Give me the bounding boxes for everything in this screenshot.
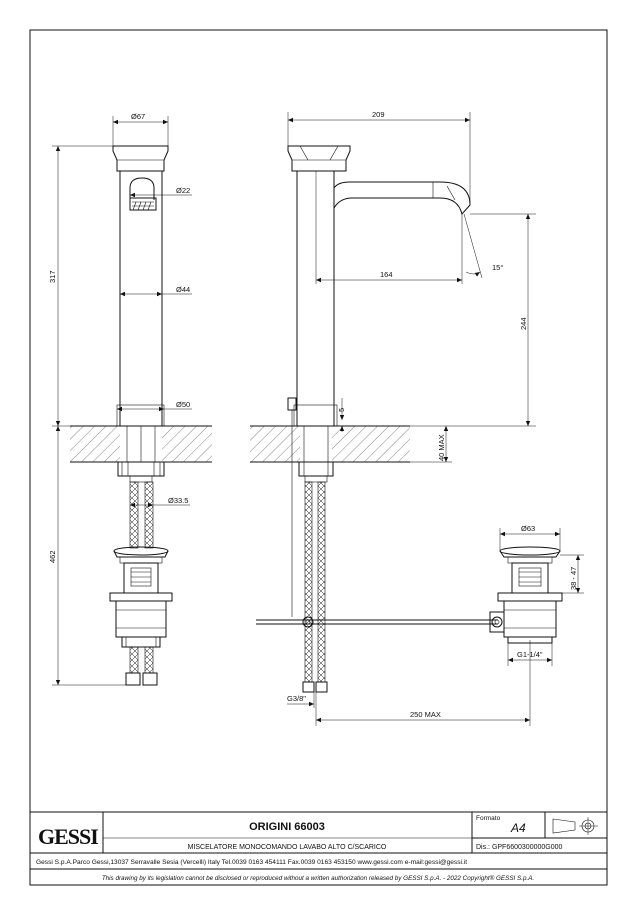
front-spout	[129, 177, 155, 200]
waste-cap	[499, 546, 561, 556]
dim-front-d50: Ø50	[176, 400, 190, 409]
front-base	[116, 404, 165, 427]
dim-side-w164: 164	[380, 270, 393, 279]
front-counter-right	[162, 426, 212, 462]
front-hose-left	[129, 481, 139, 549]
product-description: MISCELATORE MONOCOMANDO LAVABO ALTO C/SC…	[188, 844, 387, 851]
format-value: A4	[510, 821, 526, 835]
drawing-number: Dis.: GPF6600300000G000	[476, 844, 562, 851]
dim-side-w209: 209	[372, 110, 385, 119]
side-spout	[333, 181, 471, 216]
side-handle	[287, 145, 351, 172]
front-counter-left	[70, 426, 120, 462]
product-title: ORIGINI 66003	[249, 821, 325, 833]
side-view: 209 164 15° 244 5 40 MAX G3/8" 250 MAX	[250, 110, 536, 726]
dim-waste-d63: Ø63	[521, 524, 535, 533]
side-counter-left	[250, 426, 300, 462]
side-counter-right	[332, 426, 410, 462]
waste-detail: Ø63 38 - 47 G1-1/4"	[489, 524, 584, 666]
dim-side-h244: 244	[519, 317, 528, 330]
dim-front-d67: Ø67	[131, 112, 145, 121]
side-hose-left	[304, 481, 313, 683]
dim-side-max40: 40 MAX	[437, 434, 446, 461]
gessi-logo: GESSI	[38, 824, 98, 849]
dim-waste-g1-14: G1-1/4"	[517, 650, 543, 659]
dim-front-d33-5: Ø33.5	[168, 496, 188, 505]
copyright-disclaimer: This drawing by its legislation cannot b…	[102, 874, 534, 882]
dim-front-d44: Ø44	[176, 285, 190, 294]
front-view: Ø67 Ø22 Ø44 Ø50 Ø33.5 317 462	[48, 112, 212, 686]
dim-side-max250: 250 MAX	[410, 710, 441, 719]
dim-side-g3-8: G3/8"	[287, 694, 306, 703]
side-hose-right	[317, 481, 326, 683]
dim-side-s5: 5	[337, 408, 346, 412]
dim-waste-h38-47: 38 - 47	[569, 567, 578, 590]
dim-front-d22: Ø22	[176, 186, 190, 195]
front-hose-right	[144, 481, 154, 549]
dim-side-angle15: 15°	[492, 263, 503, 272]
front-handle	[112, 145, 169, 172]
dim-front-h317: 317	[48, 270, 57, 283]
dim-front-h462: 462	[48, 550, 57, 563]
format-label: Formato	[476, 815, 501, 822]
projection-symbol-icon	[552, 817, 598, 835]
company-address: Gessi S.p.A.Parco Gessi,13037 Serravalle…	[36, 859, 467, 866]
title-block: GESSI ORIGINI 66003 MISCELATORE MONOCOMA…	[29, 811, 608, 886]
front-waste-cap	[113, 546, 169, 556]
